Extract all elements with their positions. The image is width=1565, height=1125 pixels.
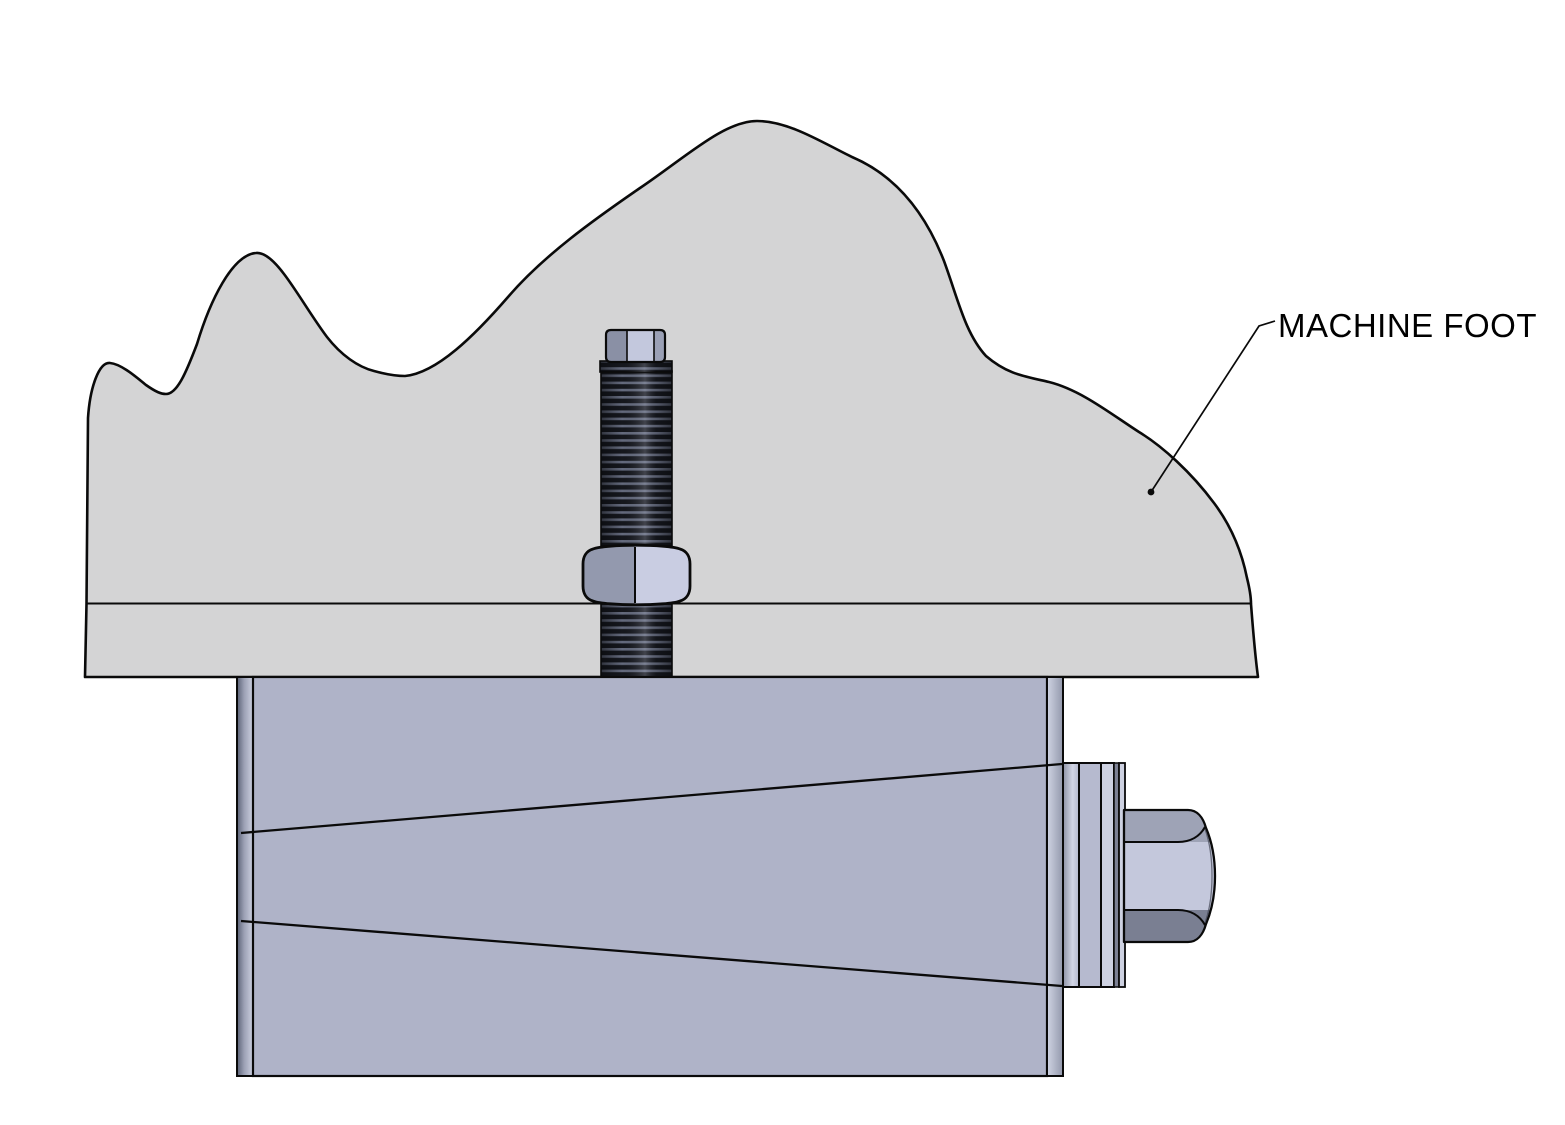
stud-head-collar-shading	[600, 361, 672, 372]
collar-plate-3	[1100, 762, 1115, 988]
wedge-lower-seam	[240, 919, 1063, 988]
wedge-block-face	[251, 675, 1049, 1078]
stud-thread-lower-shading	[601, 604, 672, 678]
leveling-nut	[581, 543, 692, 607]
wedge-block	[236, 675, 1217, 1078]
stud-thread-lower	[600, 603, 673, 679]
collar-plate-2	[1078, 762, 1102, 988]
adjusting-bolt-head-body	[1122, 808, 1217, 944]
stud-thread-upper	[600, 370, 673, 547]
stud-hex-head	[604, 328, 667, 364]
bolt-facet-line-top	[1124, 826, 1206, 844]
wedge-block-right-edge	[1046, 676, 1064, 1077]
bolt-chamfer-arc	[1204, 828, 1213, 924]
machine-foot-label: MACHINE FOOT	[1278, 307, 1537, 344]
leader-line	[1150, 320, 1276, 493]
bolt-facet-line-bottom	[1124, 908, 1206, 926]
stud-assembly	[581, 328, 692, 679]
wedge-block-left-edge	[236, 676, 254, 1077]
leveling-nut-body	[581, 543, 692, 607]
label-leader: MACHINE FOOT	[1147, 307, 1537, 496]
adjuster-collar-stack	[1062, 762, 1126, 988]
stud-thread-upper-shading	[601, 371, 672, 546]
wedge-upper-seam	[240, 762, 1063, 835]
adjusting-bolt-head	[1122, 808, 1217, 944]
collar-plate-1	[1062, 762, 1080, 988]
